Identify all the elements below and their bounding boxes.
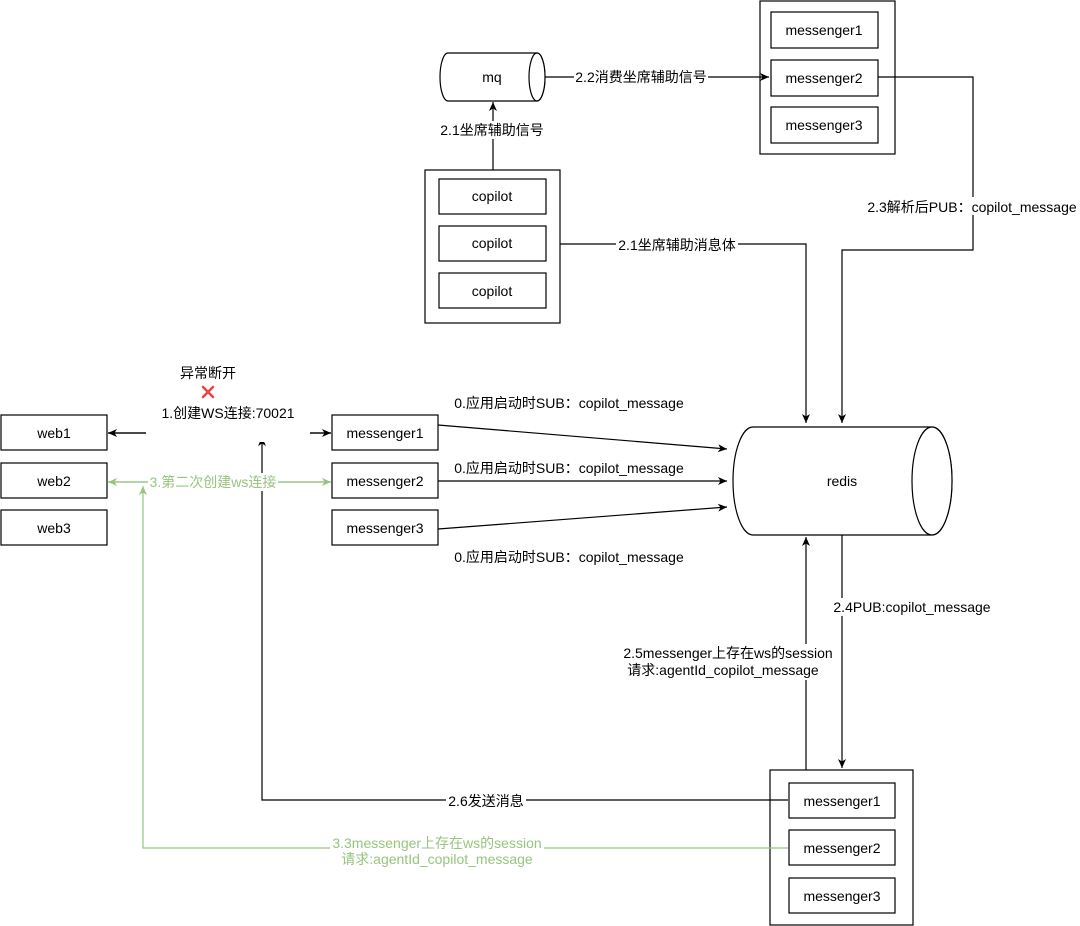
- top-messenger2-label: messenger2: [785, 70, 862, 86]
- label-green-session-1: 3.3messenger上存在ws的session: [332, 835, 541, 851]
- redis-store: redis: [732, 426, 953, 536]
- label-sub-3: 0.应用启动时SUB：copilot_message: [454, 549, 684, 565]
- bottom-messenger2-label: messenger2: [803, 840, 880, 856]
- label-create-ws: 1.创建WS连接:70021: [161, 405, 294, 421]
- redis-label: redis: [827, 473, 857, 489]
- label-abnormal-disconnect: 异常断开: [180, 365, 236, 381]
- copilot-3: copilot: [438, 272, 547, 309]
- top-messenger2: messenger2: [770, 59, 879, 97]
- web2: web2: [0, 462, 108, 499]
- label-signal: 2.1坐席辅助信号: [440, 122, 543, 138]
- copilot-1: copilot: [438, 178, 547, 215]
- edge-mid-messenger3-to-redis: [437, 503, 728, 530]
- mid-messenger1: messenger1: [331, 414, 439, 451]
- mid-messenger2-label: messenger2: [346, 473, 423, 489]
- web3-label: web3: [36, 520, 71, 536]
- web1-label: web1: [36, 425, 71, 441]
- label-session-request-2: 请求:agentId_copilot_message: [627, 662, 819, 678]
- copilot-1-label: copilot: [472, 188, 513, 204]
- copilot-2: copilot: [438, 225, 547, 262]
- label-second-ws: 3.第二次创建ws连接: [150, 474, 277, 490]
- mq-queue: mq: [439, 52, 546, 102]
- bottom-messenger2: messenger2: [788, 829, 896, 866]
- mq-label: mq: [482, 69, 501, 85]
- copilot-2-label: copilot: [472, 235, 513, 251]
- bottom-messenger3-label: messenger3: [803, 888, 880, 904]
- label-session-request-1: 2.5messenger上存在ws的session: [623, 645, 832, 661]
- web2-label: web2: [36, 473, 71, 489]
- top-messenger1-label: messenger1: [785, 22, 862, 38]
- mid-messenger2: messenger2: [331, 462, 439, 499]
- bottom-messenger1-label: messenger1: [803, 793, 880, 809]
- edge-mid-messenger1-to-redis: [437, 424, 728, 453]
- top-messenger1: messenger1: [770, 11, 879, 49]
- label-consume-signal: 2.2消费坐席辅助信号: [575, 69, 706, 85]
- label-parse-pub: 2.3解析后PUB：copilot_message: [867, 199, 1077, 215]
- edge-send-message-to-web1: [258, 437, 788, 801]
- mid-messenger3-label: messenger3: [346, 520, 423, 536]
- edge-messenger2-to-redis: [838, 76, 974, 423]
- bottom-messenger1: messenger1: [788, 782, 896, 819]
- bottom-messenger3: messenger3: [788, 877, 896, 914]
- web1: web1: [0, 414, 108, 451]
- web3: web3: [0, 509, 108, 546]
- edge-green-session-to-web2: [139, 486, 788, 849]
- label-pub-copilot: 2.4PUB:copilot_message: [833, 599, 990, 615]
- label-message-body: 2.1坐席辅助消息体: [618, 237, 735, 253]
- mid-messenger3: messenger3: [331, 509, 439, 546]
- top-messenger3: messenger3: [770, 106, 879, 144]
- label-sub-2: 0.应用启动时SUB：copilot_message: [454, 460, 684, 476]
- label-send-message: 2.6发送消息: [448, 793, 523, 809]
- mid-messenger1-label: messenger1: [346, 425, 423, 441]
- x-mark-icon: [201, 385, 215, 399]
- label-green-session-2: 请求:agentId_copilot_message: [341, 851, 533, 867]
- copilot-3-label: copilot: [472, 283, 513, 299]
- top-messenger3-label: messenger3: [785, 117, 862, 133]
- label-sub-1: 0.应用启动时SUB：copilot_message: [454, 395, 684, 411]
